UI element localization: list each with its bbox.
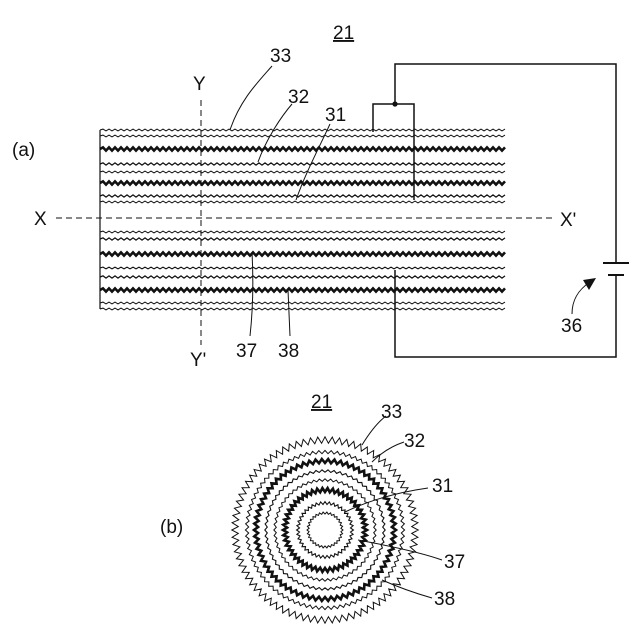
leader-37	[250, 252, 253, 336]
stack-layer-line	[100, 302, 505, 304]
callout-32: 32	[288, 87, 309, 108]
axis-label-y-bottom: Y'	[190, 350, 206, 371]
stack-layer-line	[100, 135, 505, 137]
figure-b-number: 21	[311, 392, 332, 413]
stack-layer-line	[100, 308, 505, 310]
stack-layer-line	[100, 171, 505, 173]
callout-38: 38	[278, 341, 299, 362]
ring-layer	[245, 450, 404, 609]
leader-38	[288, 290, 290, 336]
leader-33	[230, 66, 272, 130]
circuit	[373, 64, 629, 357]
leader-32	[258, 104, 292, 162]
axis-label-x-left: X	[34, 209, 47, 230]
stack-layer-line	[100, 163, 505, 165]
ring-layer	[297, 502, 354, 559]
ring-layer	[254, 459, 396, 601]
leader-lines-a	[230, 66, 590, 336]
concentric-rings	[232, 437, 418, 623]
stack-layer-line	[100, 231, 505, 233]
callout-b-38: 38	[434, 589, 455, 610]
figure-b: 21 (b) 33 32 31 37 38	[160, 392, 465, 623]
axis-label-y-top: Y	[193, 74, 206, 95]
callout-37: 37	[236, 341, 257, 362]
callout-33: 33	[270, 46, 291, 67]
panel-label-a: (a)	[12, 140, 35, 161]
stack-layer-line	[100, 129, 505, 131]
stack-layer-line	[100, 201, 505, 203]
callout-b-31: 31	[432, 476, 453, 497]
callout-36: 36	[561, 316, 582, 337]
ring-layer	[307, 512, 343, 548]
wire-junction-dot	[392, 101, 397, 106]
callout-b-33: 33	[381, 402, 402, 423]
callout-b-32: 32	[404, 431, 425, 452]
stack-layer-line	[100, 195, 505, 197]
callout-b-37: 37	[444, 552, 465, 573]
wire-bottom	[395, 270, 616, 357]
stack-layer-line	[100, 238, 505, 240]
layer-stack	[100, 129, 505, 310]
stack-layer-line	[100, 147, 505, 150]
figure-a-number: 21	[333, 23, 354, 44]
axis-label-x-right: X'	[560, 210, 576, 231]
stack-layer-line	[100, 288, 505, 291]
stack-layer-line	[100, 252, 505, 255]
callout-31: 31	[325, 105, 346, 126]
figure-a: 21 (a) Y Y' X X' 33 32 31 37 38 36	[12, 23, 629, 371]
stack-layer-line	[100, 267, 505, 269]
stack-layer-line	[100, 276, 505, 278]
arrowhead-36	[583, 278, 596, 290]
panel-label-b: (b)	[160, 517, 183, 538]
leader-b-32	[372, 442, 404, 462]
